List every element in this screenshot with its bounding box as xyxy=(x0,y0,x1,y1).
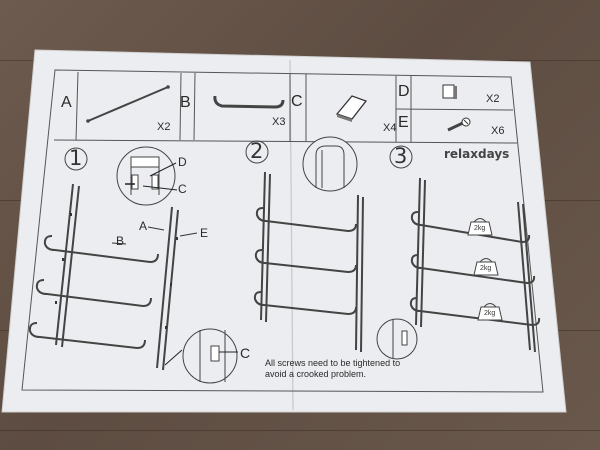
part-d-qty: X2 xyxy=(486,93,500,105)
step-1-circle xyxy=(64,147,88,171)
part-e-letter: E xyxy=(398,114,409,131)
callout-e: E xyxy=(200,226,209,240)
part-d-letter: D xyxy=(398,83,410,100)
callout-c-bottom: C xyxy=(240,345,251,361)
part-a-qty: X2 xyxy=(157,121,171,133)
detail-circle-step2-bottom xyxy=(376,318,418,360)
weight-label-3: 2kg xyxy=(484,310,496,317)
step-1-number: 1 xyxy=(69,146,83,170)
brand-logo: relaxdays xyxy=(444,147,510,161)
weight-label-1: 2kg xyxy=(474,225,486,232)
weight-icons xyxy=(467,218,503,321)
step-3-number: 3 xyxy=(394,144,408,168)
cap-icon xyxy=(442,84,457,99)
screw-icon xyxy=(447,117,471,132)
part-b-letter: B xyxy=(180,94,191,111)
part-b-qty: X3 xyxy=(272,116,286,128)
step-2-circle xyxy=(245,140,269,164)
rod-icon xyxy=(86,85,170,123)
part-c-qty: X4 xyxy=(383,122,397,134)
detail-circle-bottom xyxy=(164,328,238,384)
weight-label-2: 2kg xyxy=(480,265,492,272)
note-line-1: All screws need to be tightened to xyxy=(265,358,401,368)
callout-d: D xyxy=(178,155,187,169)
curved-bar-icon xyxy=(213,95,285,109)
step-3-rack xyxy=(409,177,541,353)
step-3-circle xyxy=(389,145,413,169)
part-a-letter: A xyxy=(61,94,72,111)
part-c-letter: C xyxy=(291,93,303,110)
callout-a: A xyxy=(139,219,148,233)
detail-circle-top xyxy=(116,146,178,206)
callout-b: B xyxy=(116,234,125,248)
callout-c-top: C xyxy=(178,182,187,196)
detail-circle-step2-top xyxy=(302,136,358,192)
step-2-rack xyxy=(253,171,364,353)
part-e-qty: X6 xyxy=(491,125,505,137)
step-2-number: 2 xyxy=(250,139,264,163)
outer-frame xyxy=(21,69,544,393)
step-1-rack xyxy=(28,183,179,371)
pad-icon xyxy=(335,95,368,122)
note-line-2: avoid a crooked problem. xyxy=(265,369,367,379)
